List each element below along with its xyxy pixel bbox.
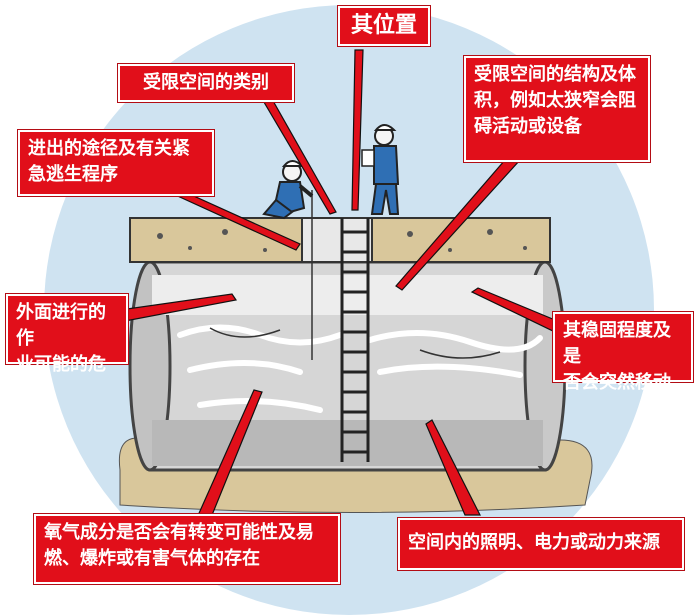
label-stability-line: 其稳固程度及是 <box>563 320 671 367</box>
label-access-line: 进出的途径及有关紧 <box>28 138 190 159</box>
label-outside-work: 外面进行的作 业可能的危险 <box>6 294 128 401</box>
label-lighting: 空间内的照明、电力或动力来源 <box>398 518 684 570</box>
label-structure-line: 受限空间的结构及体 <box>474 64 636 85</box>
worker-standing <box>361 124 400 215</box>
label-access-line: 急逃生程序 <box>28 164 118 185</box>
label-outside-work-line: 业可能的危险 <box>16 354 106 401</box>
label-stability-line: 否会突然移动 <box>563 372 671 393</box>
label-atmosphere-line: 氧气成分是否会有转变可能性及易 <box>44 522 314 543</box>
ground-top <box>129 217 551 263</box>
label-atmosphere-line: 燃、爆炸或有害气体的存在 <box>44 548 260 569</box>
label-structure-line: 碍活动或设备 <box>474 116 582 137</box>
ladder <box>340 218 370 462</box>
label-position: 其位置 <box>338 6 430 46</box>
label-structure-line: 积，例如太狭窄会阻 <box>474 90 636 111</box>
label-lighting-text: 空间内的照明、电力或动力来源 <box>408 532 660 553</box>
label-access: 进出的途径及有关紧 急逃生程序 <box>18 130 214 196</box>
label-category-text: 受限空间的类别 <box>143 72 269 93</box>
label-position-text: 其位置 <box>350 13 417 38</box>
label-stability: 其稳固程度及是 否会突然移动 <box>553 312 693 393</box>
label-atmosphere: 氧气成分是否会有转变可能性及易 燃、爆炸或有害气体的存在 <box>34 514 340 584</box>
worker-kneeling <box>262 160 314 220</box>
label-outside-work-line: 外面进行的作 <box>16 302 106 349</box>
label-category: 受限空间的类别 <box>118 64 294 102</box>
label-structure: 受限空间的结构及体 积，例如太狭窄会阻 碍活动或设备 <box>464 56 650 162</box>
pointer-lines <box>119 49 556 521</box>
